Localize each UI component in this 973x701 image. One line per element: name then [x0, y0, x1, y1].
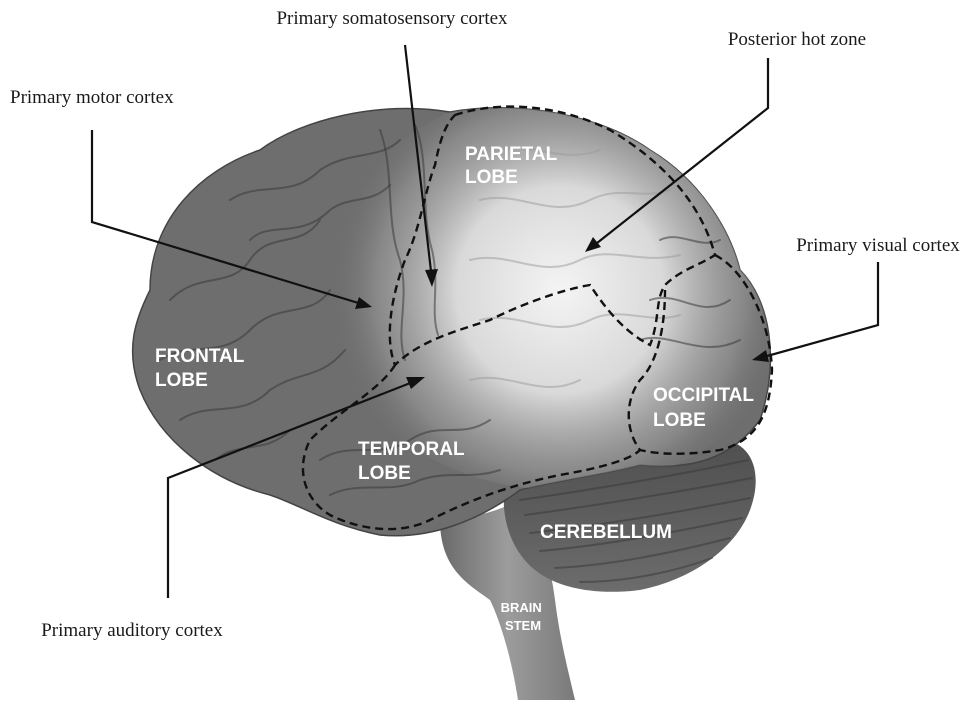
cerebellum-label: CEREBELLUM [540, 522, 672, 543]
motor-label: Primary motor cortex [10, 87, 174, 108]
hot-zone-label: Posterior hot zone [728, 29, 866, 50]
auditory-label: Primary auditory cortex [41, 620, 223, 641]
visual-leader [760, 262, 878, 358]
somatosensory-label: Primary somatosensory cortex [276, 8, 508, 29]
visual-label: Primary visual cortex [796, 235, 960, 256]
